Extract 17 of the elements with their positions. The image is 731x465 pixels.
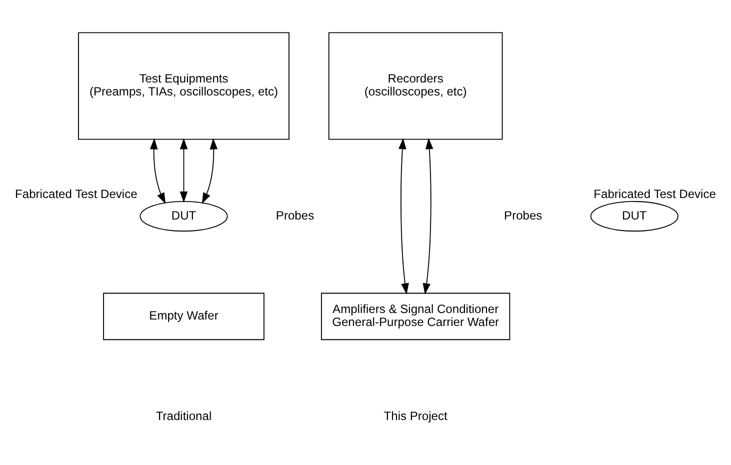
node-label: Fabricated Test Device xyxy=(594,186,716,201)
label: Traditional xyxy=(156,408,212,422)
node-ellipse: DUT xyxy=(590,200,678,232)
label: Probes xyxy=(504,208,542,222)
node-box: Test Equipments (Preamps, TIAs, oscilloscopes, etc) xyxy=(78,32,290,140)
arrow xyxy=(150,138,166,204)
node-box: Recorders (oscilloscopes, etc) xyxy=(328,32,503,140)
node-ellipse: DUT xyxy=(140,200,228,232)
node-label: Fabricated Test Device xyxy=(15,186,138,201)
label: This Project xyxy=(384,408,448,422)
arrow xyxy=(180,138,188,202)
arrow xyxy=(202,138,218,204)
node-box: Amplifiers & Signal Conditioner General-Purpose Carrier Wafer xyxy=(321,292,510,340)
arrow xyxy=(398,138,409,294)
arrow xyxy=(422,138,434,294)
label: Probes xyxy=(276,208,314,222)
node-box: Empty Wafer xyxy=(103,292,264,340)
